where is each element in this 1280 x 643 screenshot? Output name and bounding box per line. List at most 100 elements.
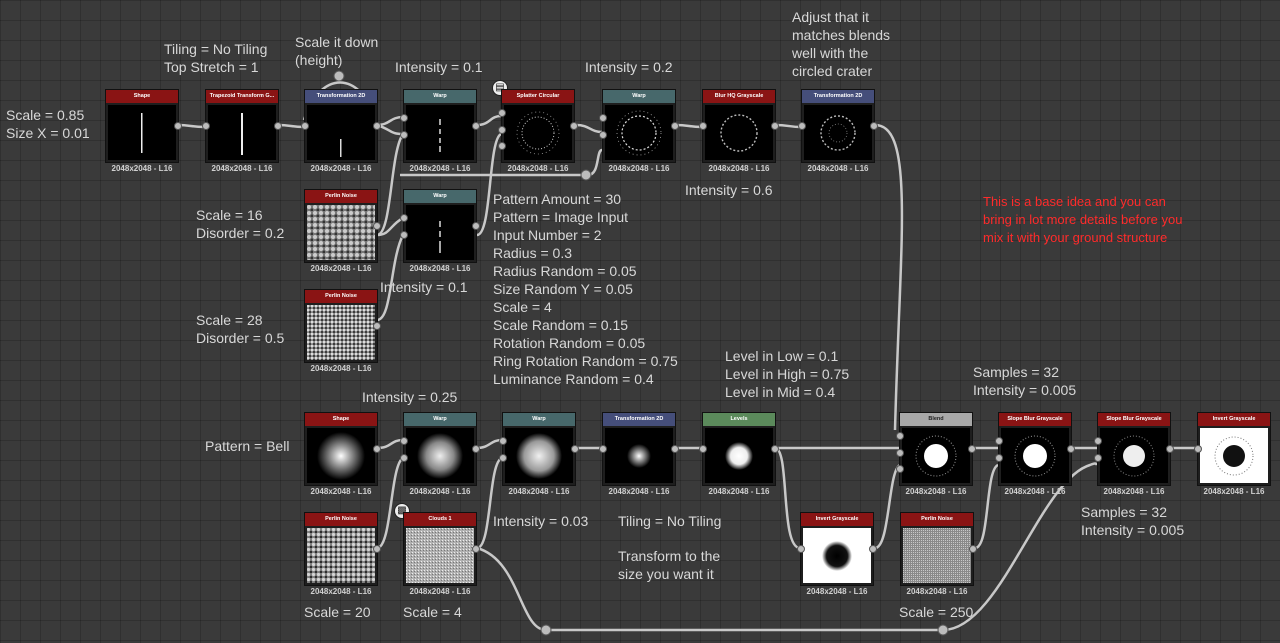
node-resolution: 2048x2048 - L16	[409, 264, 471, 273]
node-shape[interactable]: Shape 2048x2048 - L16	[304, 412, 381, 496]
node-invert-grayscale[interactable]: Invert Grayscale 2048x2048 - L16	[1194, 412, 1271, 496]
input-port[interactable]	[896, 465, 904, 473]
output-port[interactable]	[968, 445, 976, 453]
node-perlin-noise[interactable]: Perlin Noise 2048x2048 - L16	[304, 289, 381, 373]
input-port[interactable]	[498, 109, 506, 117]
output-port[interactable]	[174, 122, 182, 130]
output-port[interactable]	[570, 122, 578, 130]
node-blend[interactable]: Blend 2048x2048 - L16	[896, 412, 976, 496]
output-port[interactable]	[373, 222, 381, 230]
note-intensity: Intensity = 0.1	[395, 59, 483, 75]
output-port[interactable]	[969, 545, 977, 553]
node-title: Transformation 2D	[305, 90, 377, 103]
output-port[interactable]	[671, 445, 679, 453]
note-scale-disorder: Scale = 16 Disorder = 0.2	[196, 207, 285, 241]
note-splatter-params: Pattern Amount = 30 Pattern = Image Inpu…	[493, 191, 678, 387]
node-warp[interactable]: Warp 2048x2048 - L16	[400, 412, 480, 496]
output-port[interactable]	[771, 122, 779, 130]
input-port[interactable]	[896, 449, 904, 457]
input-port[interactable]	[301, 122, 309, 130]
input-port[interactable]	[797, 545, 805, 553]
input-port[interactable]	[400, 114, 408, 122]
output-port[interactable]	[373, 545, 381, 553]
input-port[interactable]	[400, 214, 408, 222]
node-thumbnail	[705, 428, 773, 483]
node-slope-blur-grayscale[interactable]: Slope Blur Grayscale 2048x2048 - L16	[995, 412, 1075, 496]
input-port[interactable]	[1194, 445, 1202, 453]
input-port[interactable]	[202, 122, 210, 130]
node-resolution: 2048x2048 - L16	[708, 487, 770, 496]
node-warp[interactable]: Warp 2048x2048 - L16	[400, 189, 480, 273]
input-port[interactable]	[995, 454, 1003, 462]
input-port[interactable]	[896, 432, 904, 440]
node-title: Transformation 2D	[603, 413, 675, 426]
input-port[interactable]	[499, 437, 507, 445]
node-blur-hq-grayscale[interactable]: Blur HQ Grayscale 2048x2048 - L16	[699, 89, 779, 173]
input-port[interactable]	[400, 231, 408, 239]
output-port[interactable]	[472, 545, 480, 553]
input-port[interactable]	[498, 142, 506, 150]
input-port[interactable]	[1094, 454, 1102, 462]
node-shape[interactable]: Shape 2048x2048 - L16	[105, 89, 182, 173]
output-port[interactable]	[870, 122, 878, 130]
node-title: Warp	[404, 90, 476, 103]
input-port[interactable]	[995, 437, 1003, 445]
node-resolution: 2048x2048 - L16	[807, 164, 869, 173]
node-title: Perlin Noise	[305, 513, 377, 526]
node-title: Transformation 2D	[802, 90, 874, 103]
input-port[interactable]	[498, 126, 506, 134]
node-splatter-circular[interactable]: Splatter Circular 2048x2048 - L16	[498, 89, 578, 173]
output-port[interactable]	[373, 445, 381, 453]
node-resolution: 2048x2048 - L16	[1103, 487, 1165, 496]
input-port[interactable]	[599, 131, 607, 139]
node-thumbnail	[406, 105, 474, 160]
node-title: Invert Grayscale	[801, 513, 873, 526]
node-resolution: 2048x2048 - L16	[906, 587, 968, 596]
output-port[interactable]	[1067, 445, 1075, 453]
output-port[interactable]	[771, 445, 779, 453]
node-title: Blur HQ Grayscale	[703, 90, 775, 103]
node-invert-grayscale[interactable]: Invert Grayscale 2048x2048 - L16	[797, 512, 877, 596]
input-port[interactable]	[499, 454, 507, 462]
node-title: Warp	[404, 190, 476, 203]
output-port[interactable]	[571, 445, 579, 453]
output-port[interactable]	[1166, 445, 1174, 453]
input-port[interactable]	[400, 437, 408, 445]
output-port[interactable]	[671, 122, 679, 130]
node-warp[interactable]: Warp 2048x2048 - L16	[499, 412, 579, 496]
node-title: Trapezoid Transform G...	[206, 90, 278, 103]
node-levels[interactable]: Levels 2048x2048 - L16	[699, 412, 779, 496]
node-perlin-noise[interactable]: Perlin Noise 2048x2048 - L16	[304, 189, 381, 273]
output-port[interactable]	[472, 445, 480, 453]
output-port[interactable]	[373, 322, 381, 330]
node-perlin-noise[interactable]: Perlin Noise 2048x2048 - L16	[304, 512, 381, 596]
node-thumbnail	[902, 428, 970, 483]
output-port[interactable]	[472, 122, 480, 130]
node-transformation-2d[interactable]: Transformation 2D 2048x2048 - L16	[599, 412, 679, 496]
note-intensity: Intensity = 0.2	[585, 59, 673, 75]
input-port[interactable]	[1094, 437, 1102, 445]
input-port[interactable]	[798, 122, 806, 130]
input-port[interactable]	[400, 131, 408, 139]
node-slope-blur-grayscale[interactable]: Slope Blur Grayscale 2048x2048 - L16	[1094, 412, 1174, 496]
node-warp[interactable]: Warp 2048x2048 - L16	[400, 89, 480, 173]
node-resolution: 2048x2048 - L16	[507, 164, 569, 173]
output-port[interactable]	[373, 122, 381, 130]
node-thumbnail	[903, 528, 971, 583]
input-port[interactable]	[599, 114, 607, 122]
node-clouds[interactable]: Clouds 1 2048x2048 - L16	[403, 512, 480, 596]
output-port[interactable]	[274, 122, 282, 130]
node-warp[interactable]: Warp 2048x2048 - L16	[599, 89, 679, 173]
input-port[interactable]	[400, 454, 408, 462]
input-port[interactable]	[699, 122, 707, 130]
input-port[interactable]	[599, 445, 607, 453]
note-tiling-top-stretch: Tiling = No Tiling Top Stretch = 1	[164, 41, 268, 75]
node-perlin-noise[interactable]: Perlin Noise 2048x2048 - L16	[900, 512, 977, 596]
output-port[interactable]	[472, 222, 480, 230]
node-transformation-2d[interactable]: Transformation 2D 2048x2048 - L16	[798, 89, 878, 173]
node-transformation-2d[interactable]: Transformation 2D 2048x2048 - L16	[301, 89, 381, 173]
output-port[interactable]	[869, 545, 877, 553]
input-port[interactable]	[699, 445, 707, 453]
node-trapezoid-transform[interactable]: Trapezoid Transform G... 2048x2048 - L16	[202, 89, 282, 173]
